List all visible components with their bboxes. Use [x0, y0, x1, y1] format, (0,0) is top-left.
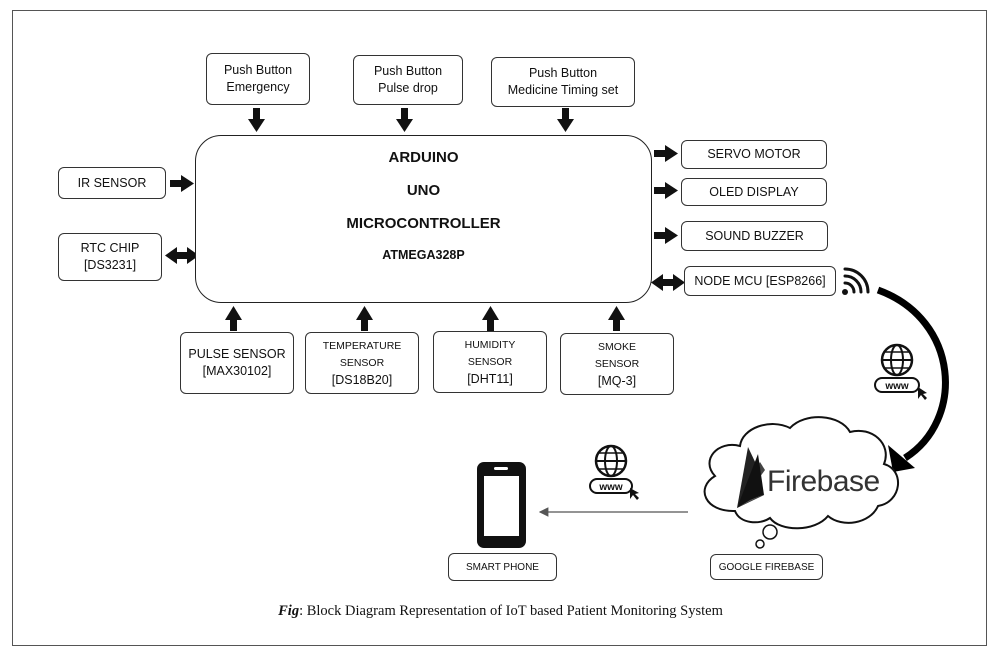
wifi-signal-icon [842, 267, 870, 295]
globe-www-icon-2: www [589, 444, 639, 500]
arrow-emergency-to-mcu [248, 108, 265, 132]
curved-arrow-nodemcu-to-firebase [876, 286, 949, 472]
box-label: [DS3231] [83, 258, 137, 272]
box-label: OLED DISPLAY [709, 184, 799, 199]
arrow-temperature-to-mcu [356, 306, 373, 331]
box-label: SMOKE [598, 340, 636, 353]
figure-frame [12, 10, 987, 646]
arrow-mcu-to-buzzer [654, 227, 678, 244]
globe-www-icon: www [874, 343, 927, 400]
node-mcu-box: NODE MCU [ESP8266] [684, 266, 836, 296]
box-label: Push Button [528, 66, 598, 80]
www-label: www [884, 381, 909, 392]
ir-sensor-box: IR SENSOR [58, 167, 166, 199]
mcu-chip-name: ATMEGA328P [382, 248, 465, 262]
mcu-title-line: ARDUINO [388, 149, 459, 166]
arrow-pulse-drop-to-mcu [396, 108, 413, 132]
google-firebase-label-box: GOOGLE FIREBASE [710, 554, 823, 580]
arrow-rtc-mcu-bidirectional [165, 247, 199, 264]
www-label-2: www [598, 482, 623, 493]
smoke-sensor-box: SMOKE SENSOR [MQ-3] [560, 333, 674, 395]
smartphone-icon [477, 462, 526, 548]
box-label: [DS18B20] [331, 372, 393, 387]
figure-caption: Fig: Block Diagram Representation of IoT… [0, 603, 1001, 620]
caption-prefix: Fig [278, 603, 300, 619]
box-label: Emergency [226, 80, 290, 94]
arrow-ir-to-mcu [170, 175, 194, 192]
box-label: Push Button [373, 64, 443, 78]
arrow-medicine-to-mcu [557, 108, 574, 132]
arrow-mcu-to-oled [654, 182, 678, 199]
sound-buzzer-box: SOUND BUZZER [681, 221, 828, 251]
firebase-brand-text: Firebase [767, 465, 880, 498]
box-label: [DHT11] [467, 371, 513, 386]
arrow-mcu-to-servo [654, 145, 678, 162]
push-button-medicine-timing-box: Push Button Medicine Timing set [491, 57, 635, 107]
box-label: [MAX30102] [202, 364, 272, 378]
box-label: SERVO MOTOR [707, 147, 801, 161]
box-label: RTC CHIP [80, 241, 140, 255]
box-label: PULSE SENSOR [188, 347, 286, 361]
temperature-sensor-box: TEMPERATURE SENSOR [DS18B20] [305, 332, 419, 394]
box-label: [MQ-3] [597, 373, 637, 388]
mcu-title-line: MICROCONTROLLER [346, 215, 501, 232]
push-button-emergency-box: Push Button Emergency [206, 53, 310, 105]
box-label: SENSOR [594, 357, 640, 370]
box-label: SENSOR [339, 356, 385, 369]
smart-phone-label-box: SMART PHONE [448, 553, 557, 581]
box-label: HUMIDITY [464, 338, 516, 351]
oled-display-box: OLED DISPLAY [681, 178, 827, 206]
box-label: SMART PHONE [466, 561, 539, 573]
cloud-shape [703, 416, 900, 549]
box-label: SENSOR [467, 355, 513, 368]
box-label: GOOGLE FIREBASE [718, 561, 815, 573]
pulse-sensor-box: PULSE SENSOR [MAX30102] [180, 332, 294, 394]
box-label: SOUND BUZZER [705, 228, 804, 243]
arrow-pulse-sensor-to-mcu [225, 306, 242, 331]
arrow-mcu-nodemcu-bidirectional [651, 274, 685, 291]
rtc-chip-box: RTC CHIP [DS3231] [58, 233, 162, 281]
push-button-pulse-drop-box: Push Button Pulse drop [353, 55, 463, 105]
mcu-title-line: UNO [406, 182, 441, 199]
box-label: Push Button [223, 63, 293, 77]
arrow-smoke-to-mcu [608, 306, 625, 331]
humidity-sensor-box: HUMIDITY SENSOR [DHT11] [433, 331, 547, 393]
box-label: Pulse drop [378, 81, 438, 95]
arduino-microcontroller-block: ARDUINO UNO MICROCONTROLLER ATMEGA328P [195, 135, 652, 303]
servo-motor-box: SERVO MOTOR [681, 140, 827, 169]
box-label: IR SENSOR [77, 175, 147, 190]
firebase-flame-icon [737, 447, 765, 508]
box-label: Medicine Timing set [507, 83, 619, 97]
caption-text: : Block Diagram Representation of IoT ba… [299, 603, 723, 619]
box-label: NODE MCU [ESP8266] [694, 273, 826, 288]
arrow-humidity-to-mcu [482, 306, 499, 331]
box-label: TEMPERATURE [322, 339, 402, 352]
